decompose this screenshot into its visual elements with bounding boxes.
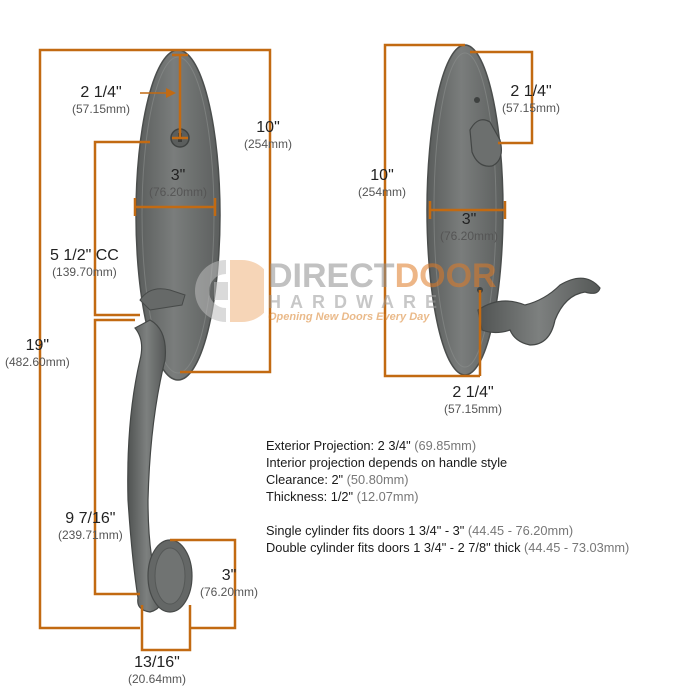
thumb-piece xyxy=(139,288,186,311)
dim-right-plate-width: 3" (76.20mm) xyxy=(439,211,498,243)
dim-left-key-offset: 2 1/4" (57.15mm) xyxy=(72,84,131,116)
logo-mark-icon xyxy=(194,260,264,322)
dim-right-lever-offset: 2 1/4" (57.15mm) xyxy=(444,384,503,416)
dim-right-turn-offset: 2 1/4" (57.15mm) xyxy=(502,83,561,115)
spec-line: Double cylinder fits doors 1 3/4" - 2 7/… xyxy=(266,540,630,555)
lever-handle xyxy=(477,277,601,346)
logo-direct: DIRECT xyxy=(268,257,395,295)
dim-grip-length: 9 7/16" (239.71mm) xyxy=(58,510,123,542)
spec-line: Thickness: 1/2" (12.07mm) xyxy=(266,489,419,504)
directdoor-logo: DIRECTDOOR HARDWARE Opening New Doors Ev… xyxy=(186,256,497,326)
grip-handle xyxy=(127,319,167,613)
dim-center-to-center: 5 1/2" CC (139.70mm) xyxy=(50,247,119,279)
logo-hardware: HARDWARE xyxy=(268,292,446,312)
dim-left-plate-height: 10" (254mm) xyxy=(244,119,293,151)
spec-line: Interior projection depends on handle st… xyxy=(266,455,508,470)
spec-line: Single cylinder fits doors 1 3/4" - 3" (… xyxy=(266,523,574,538)
dim-base-width: 13/16" (20.64mm) xyxy=(128,654,187,686)
dim-left-plate-width: 3" (76.20mm) xyxy=(148,167,207,199)
logo-tagline: Opening New Doors Every Day xyxy=(268,311,430,323)
spec-line: Clearance: 2" (50.80mm) xyxy=(266,472,409,487)
thumb-turn xyxy=(469,119,502,167)
logo-door: DOOR xyxy=(394,257,497,295)
dim-overall-height: 19" (482.60mm) xyxy=(5,337,70,369)
dim-base-height: 3" (76.20mm) xyxy=(200,567,259,599)
dimension-lines xyxy=(38,43,534,652)
dim-right-plate-height: 10" (254mm) xyxy=(358,167,407,199)
spec-line: Exterior Projection: 2 3/4" (69.85mm) xyxy=(266,438,477,453)
specifications-text: Exterior Projection: 2 3/4" (69.85mm) In… xyxy=(266,437,629,556)
exterior-handleset xyxy=(127,49,221,613)
